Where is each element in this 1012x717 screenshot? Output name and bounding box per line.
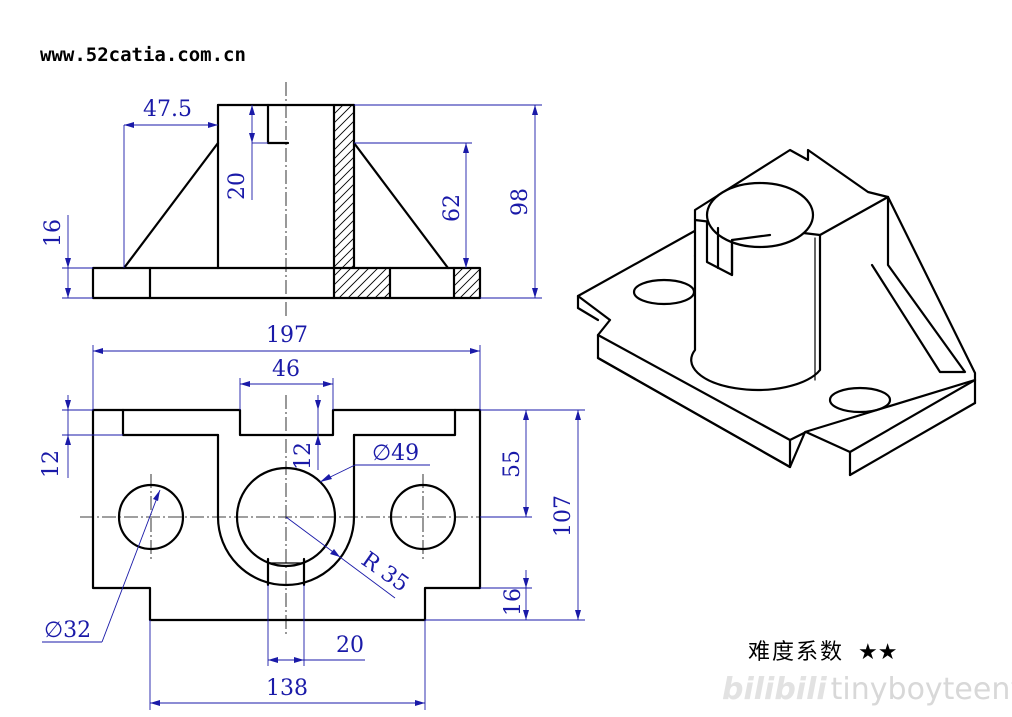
dim-20-front: 20 [225,172,250,200]
dim-107: 107 [551,495,576,537]
top-view [80,395,492,634]
front-dimensions: 47.5 20 16 62 98 [41,97,542,299]
dim-12-center: 12 [291,442,316,470]
iso-hub-body [690,218,822,392]
rib-right [352,141,450,270]
difficulty-stars: ★★ [858,640,898,665]
iso-bore [705,181,815,249]
hatch-hatchS [454,268,480,298]
dim-20-top: 20 [336,633,364,658]
difficulty-rating: 难度系数 ★★ [748,634,897,666]
top-dimensions: 197 46 12 12 ∅49 R 35 ∅32 55 [39,323,585,710]
dim-55: 55 [500,450,525,478]
top-step-right [352,408,457,437]
difficulty-label: 难度系数 [748,640,845,665]
iso-hole-right [828,386,892,414]
rib-left [122,141,220,270]
dim-46: 46 [272,357,300,382]
dim-bore-diameter: ∅49 [372,441,419,466]
isometric-view [576,148,977,477]
dim-47-5: 47.5 [143,97,192,122]
dim-98: 98 [508,188,533,216]
base-plate-outline [91,266,482,300]
bilibili-logo-icon: bilibili [722,672,827,707]
dim-16-top: 16 [501,588,526,616]
dim-197: 197 [266,323,308,348]
iso-rib [870,195,967,374]
website-label: www.52catia.com.cn [40,44,246,66]
dim-138: 138 [266,676,308,701]
top-step-left [121,408,220,437]
slot-outline [266,103,290,145]
dim-hole-diameter: ∅32 [44,618,91,643]
dim-12-left: 12 [39,450,64,478]
watermark-user: tinyboyteeny [830,672,1012,707]
dim-16-front: 16 [41,219,66,247]
dim-62: 62 [440,194,465,222]
